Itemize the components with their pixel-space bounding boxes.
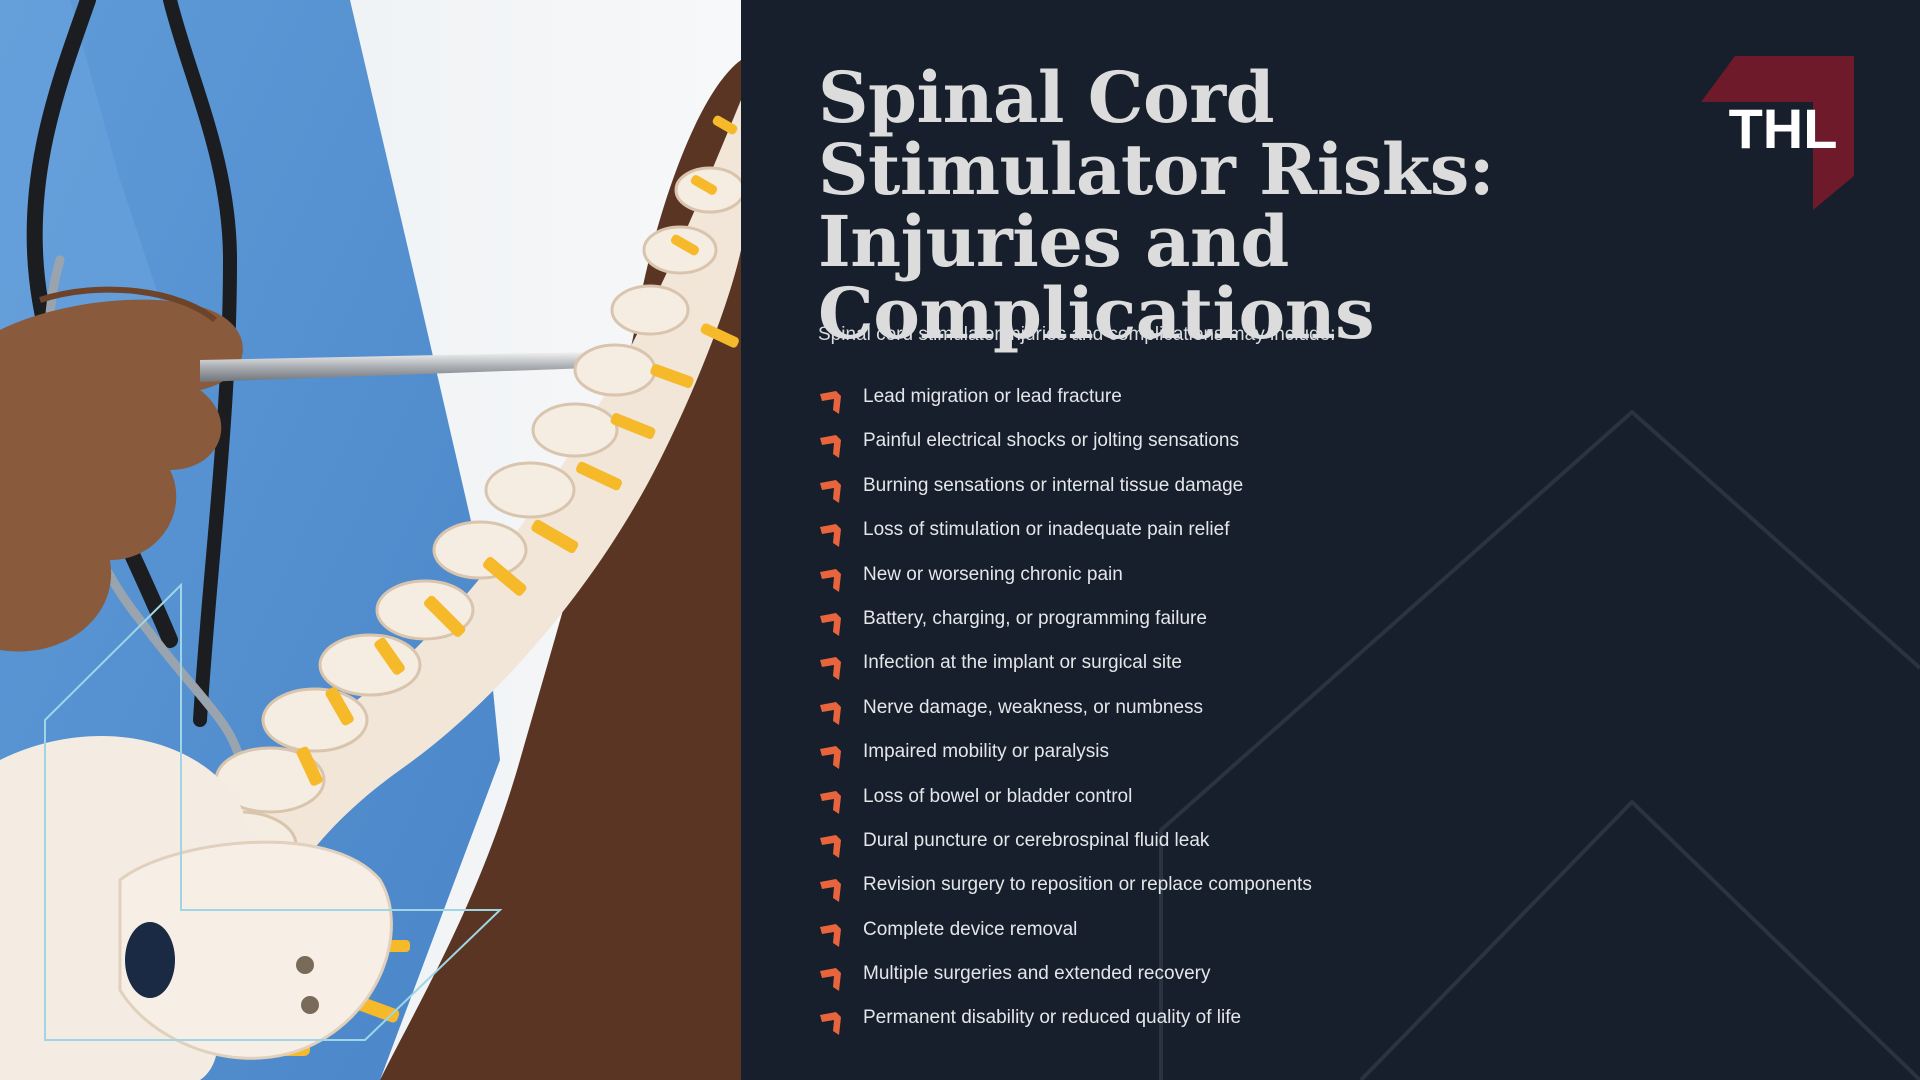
list-item: Loss of stimulation or inadequate pain r… — [818, 513, 1718, 557]
page-title: Spinal Cord Stimulator Risks: Injuries a… — [818, 56, 1495, 355]
logo-icon: THL — [1701, 56, 1854, 210]
corner-arrow-icon — [820, 701, 841, 725]
list-item-label: Painful electrical shocks or jolting sen… — [863, 430, 1239, 452]
corner-arrow-icon — [820, 1012, 841, 1036]
corner-arrow-icon — [820, 968, 841, 992]
list-item: Impaired mobility or paralysis — [818, 735, 1718, 779]
list-item-label: Complete device removal — [863, 918, 1078, 940]
list-item: Infection at the implant or surgical sit… — [818, 646, 1718, 690]
list-item-label: Lead migration or lead fracture — [863, 386, 1122, 407]
corner-arrow-icon — [820, 568, 841, 592]
list-item-label: Permanent disability or reduced quality … — [863, 1007, 1242, 1029]
list-item-label: Dural puncture or cerebrospinal fluid le… — [863, 829, 1210, 851]
corner-arrow-icon — [820, 834, 841, 858]
corner-arrow-icon — [820, 657, 841, 681]
list-item: Painful electrical shocks or jolting sen… — [818, 424, 1718, 468]
list-item: New or worsening chronic pain — [818, 558, 1718, 602]
list-item: Dural puncture or cerebrospinal fluid le… — [818, 824, 1718, 868]
corner-arrow-icon — [820, 391, 841, 414]
thl-logo: THL — [1701, 56, 1861, 210]
content-panel: Spinal Cord Stimulator Risks: Injuries a… — [741, 0, 1920, 1080]
corner-arrow-icon — [820, 923, 841, 947]
list-item: Lead migration or lead fracture — [818, 380, 1718, 424]
list-item: Nerve damage, weakness, or numbness — [818, 691, 1718, 735]
list-item: Complete device removal — [818, 913, 1718, 957]
corner-arrow-icon — [820, 479, 841, 503]
list-item: Revision surgery to reposition or replac… — [818, 868, 1718, 912]
corner-arrow-icon — [820, 790, 841, 814]
list-item-label: Battery, charging, or programming failur… — [863, 607, 1207, 629]
corner-arrow-icon — [820, 612, 841, 636]
list-item-label: Impaired mobility or paralysis — [863, 741, 1110, 763]
corner-arrow-icon — [820, 435, 841, 459]
corner-arrow-icon — [820, 524, 841, 548]
logo-text: THL — [1729, 97, 1838, 160]
corner-arrow-icon — [820, 746, 841, 770]
list-item-label: Loss of bowel or bladder control — [863, 785, 1133, 807]
list-item: Multiple surgeries and extended recovery — [818, 957, 1718, 1001]
list-item: Permanent disability or reduced quality … — [818, 1001, 1718, 1045]
list-item-label: Nerve damage, weakness, or numbness — [863, 696, 1204, 718]
list-item: Loss of bowel or bladder control — [818, 780, 1718, 824]
list-item-label: Multiple surgeries and extended recovery — [863, 963, 1211, 985]
list-item-label: Loss of stimulation or inadequate pain r… — [863, 519, 1230, 541]
list-item: Burning sensations or internal tissue da… — [818, 469, 1718, 513]
spine-model-image — [0, 0, 741, 1080]
list-item: Battery, charging, or programming failur… — [818, 602, 1718, 646]
list-item-label: Infection at the implant or surgical sit… — [863, 652, 1182, 674]
spine-model-photo — [0, 0, 741, 1080]
corner-arrow-icon — [820, 879, 841, 903]
list-item-label: Burning sensations or internal tissue da… — [863, 474, 1244, 496]
intro-text: Spinal cord stimulator injuries and comp… — [818, 324, 1336, 345]
background-chevron-decoration — [1159, 409, 1920, 1080]
list-item-label: Revision surgery to reposition or replac… — [863, 874, 1312, 896]
list-item-label: New or worsening chronic pain — [863, 563, 1123, 585]
